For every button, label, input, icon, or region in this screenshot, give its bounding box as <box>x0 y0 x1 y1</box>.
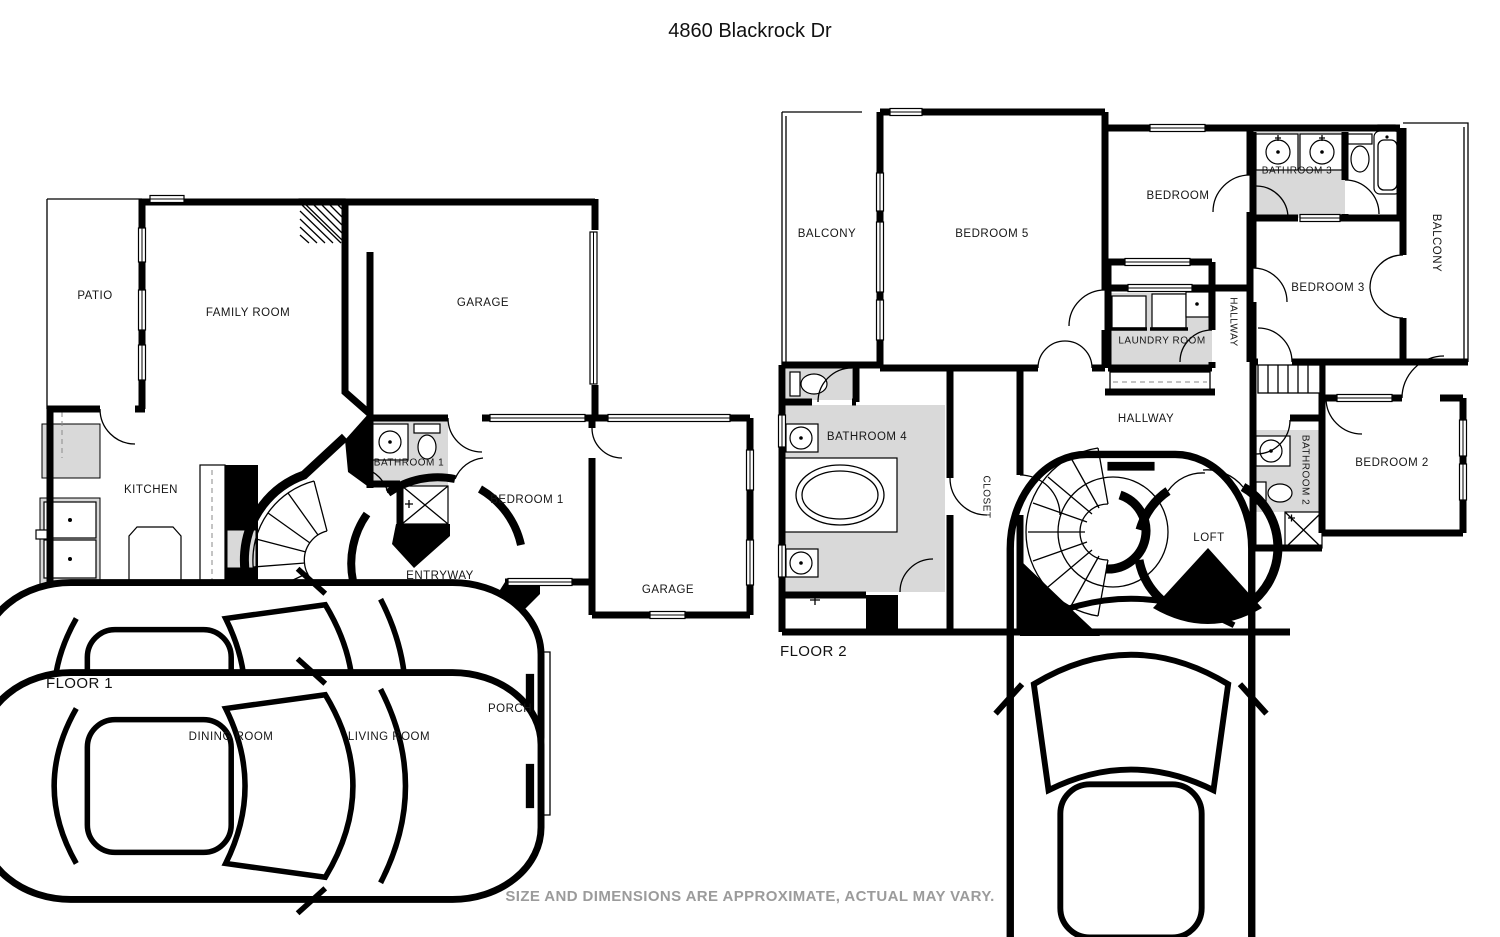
room-label-living-room: LIVING ROOM <box>347 731 431 743</box>
wall <box>876 108 1109 372</box>
room-label-bathroom-4: BATHROOM 4 <box>826 431 908 443</box>
floor2-label: FLOOR 2 <box>780 643 847 660</box>
car-icon <box>0 659 541 914</box>
windows-floor2 <box>777 107 1468 578</box>
bathroom4-tub-icon <box>782 457 898 533</box>
room-label-closet: CLOSET <box>980 475 992 519</box>
bathroom2-sink-icon <box>1255 435 1291 467</box>
patio-outline <box>46 198 142 409</box>
wc-toilet-icon <box>789 371 828 397</box>
bathroom1-toilet-icon <box>413 423 441 460</box>
room-label-bedroom-1: BEDROOM 1 <box>490 494 564 506</box>
wall <box>1249 362 1326 552</box>
wall <box>946 364 1024 630</box>
wall-wedge <box>345 412 370 488</box>
door-arcs-floor2 <box>817 174 1445 593</box>
room-label-kitchen: KITCHEN <box>124 484 178 496</box>
straight-stairs <box>1257 364 1321 394</box>
wall <box>778 361 880 632</box>
stairwell-wall <box>1105 490 1151 574</box>
bathroom3-sinks-icon <box>1255 133 1343 171</box>
wall <box>782 591 1290 636</box>
wall-block <box>866 595 898 632</box>
bathroom1-shower-icon <box>401 485 449 525</box>
stairwell-black <box>1020 560 1100 636</box>
car-icon <box>996 454 1267 937</box>
room-label-bathroom-1: BATHROOM 1 <box>373 457 445 469</box>
room-label-balcony-left: BALCONY <box>797 228 857 240</box>
wall-wedge <box>392 524 450 568</box>
page-title: 4860 Blackrock Dr <box>668 20 832 42</box>
wall <box>782 368 860 406</box>
room-label-bathroom-2: BATHROOM 2 <box>1299 434 1311 506</box>
room-label-porch: PORCH <box>487 703 533 715</box>
room-label-bedroom-5: BEDROOM 5 <box>955 228 1029 240</box>
room-label-bedroom-2: BEDROOM 2 <box>1355 457 1429 469</box>
balcony-right-outline <box>1403 122 1469 362</box>
room-label-bathroom-3: BATHROOM 3 <box>1261 165 1333 177</box>
room-label-entryway: ENTRYWAY <box>406 570 474 582</box>
wall <box>1318 362 1463 402</box>
room-label-laundry-room: LAUNDRY ROOM <box>1118 335 1206 347</box>
wall <box>1399 128 1468 366</box>
bathroom2-shower-icon <box>1284 511 1323 549</box>
room-label-bedroom-3: BEDROOM 3 <box>1291 282 1365 294</box>
room-label-loft: LOFT <box>1193 532 1225 544</box>
fireplace-icon <box>298 198 346 245</box>
floor1-label: FLOOR 1 <box>46 675 113 692</box>
room-label-bedroom: BEDROOM <box>1146 190 1210 202</box>
room-label-garage-single: GARAGE <box>641 584 695 596</box>
room-label-dining-room: DINING ROOM <box>188 731 274 743</box>
wall <box>341 202 373 417</box>
room-label-hallway-upper: HALLWAY <box>1227 297 1239 347</box>
loft-bottom-wedge <box>1153 548 1262 624</box>
floor2-plan <box>777 107 1469 636</box>
room-label-family-room: FAMILY ROOM <box>205 307 291 319</box>
room-label-balcony-right: BALCONY <box>1430 213 1442 273</box>
room-label-garage: GARAGE <box>456 297 510 309</box>
wall <box>366 414 404 526</box>
balcony-left-outline <box>781 111 862 365</box>
disclaimer-text: SIZE AND DIMENSIONS ARE APPROXIMATE, ACT… <box>505 888 995 905</box>
room-label-hallway: HALLWAY <box>1117 413 1175 425</box>
room-label-patio: PATIO <box>77 290 113 302</box>
bathroom1-sink-icon <box>371 423 409 461</box>
bathroom3-toilet-icon <box>1347 133 1373 173</box>
floor1-plan <box>0 194 1267 937</box>
bathroom4-sinks-icon <box>785 423 819 578</box>
appliance-handle <box>35 529 49 540</box>
wall <box>1105 288 1254 396</box>
washer-dryer-icon <box>1110 291 1210 331</box>
